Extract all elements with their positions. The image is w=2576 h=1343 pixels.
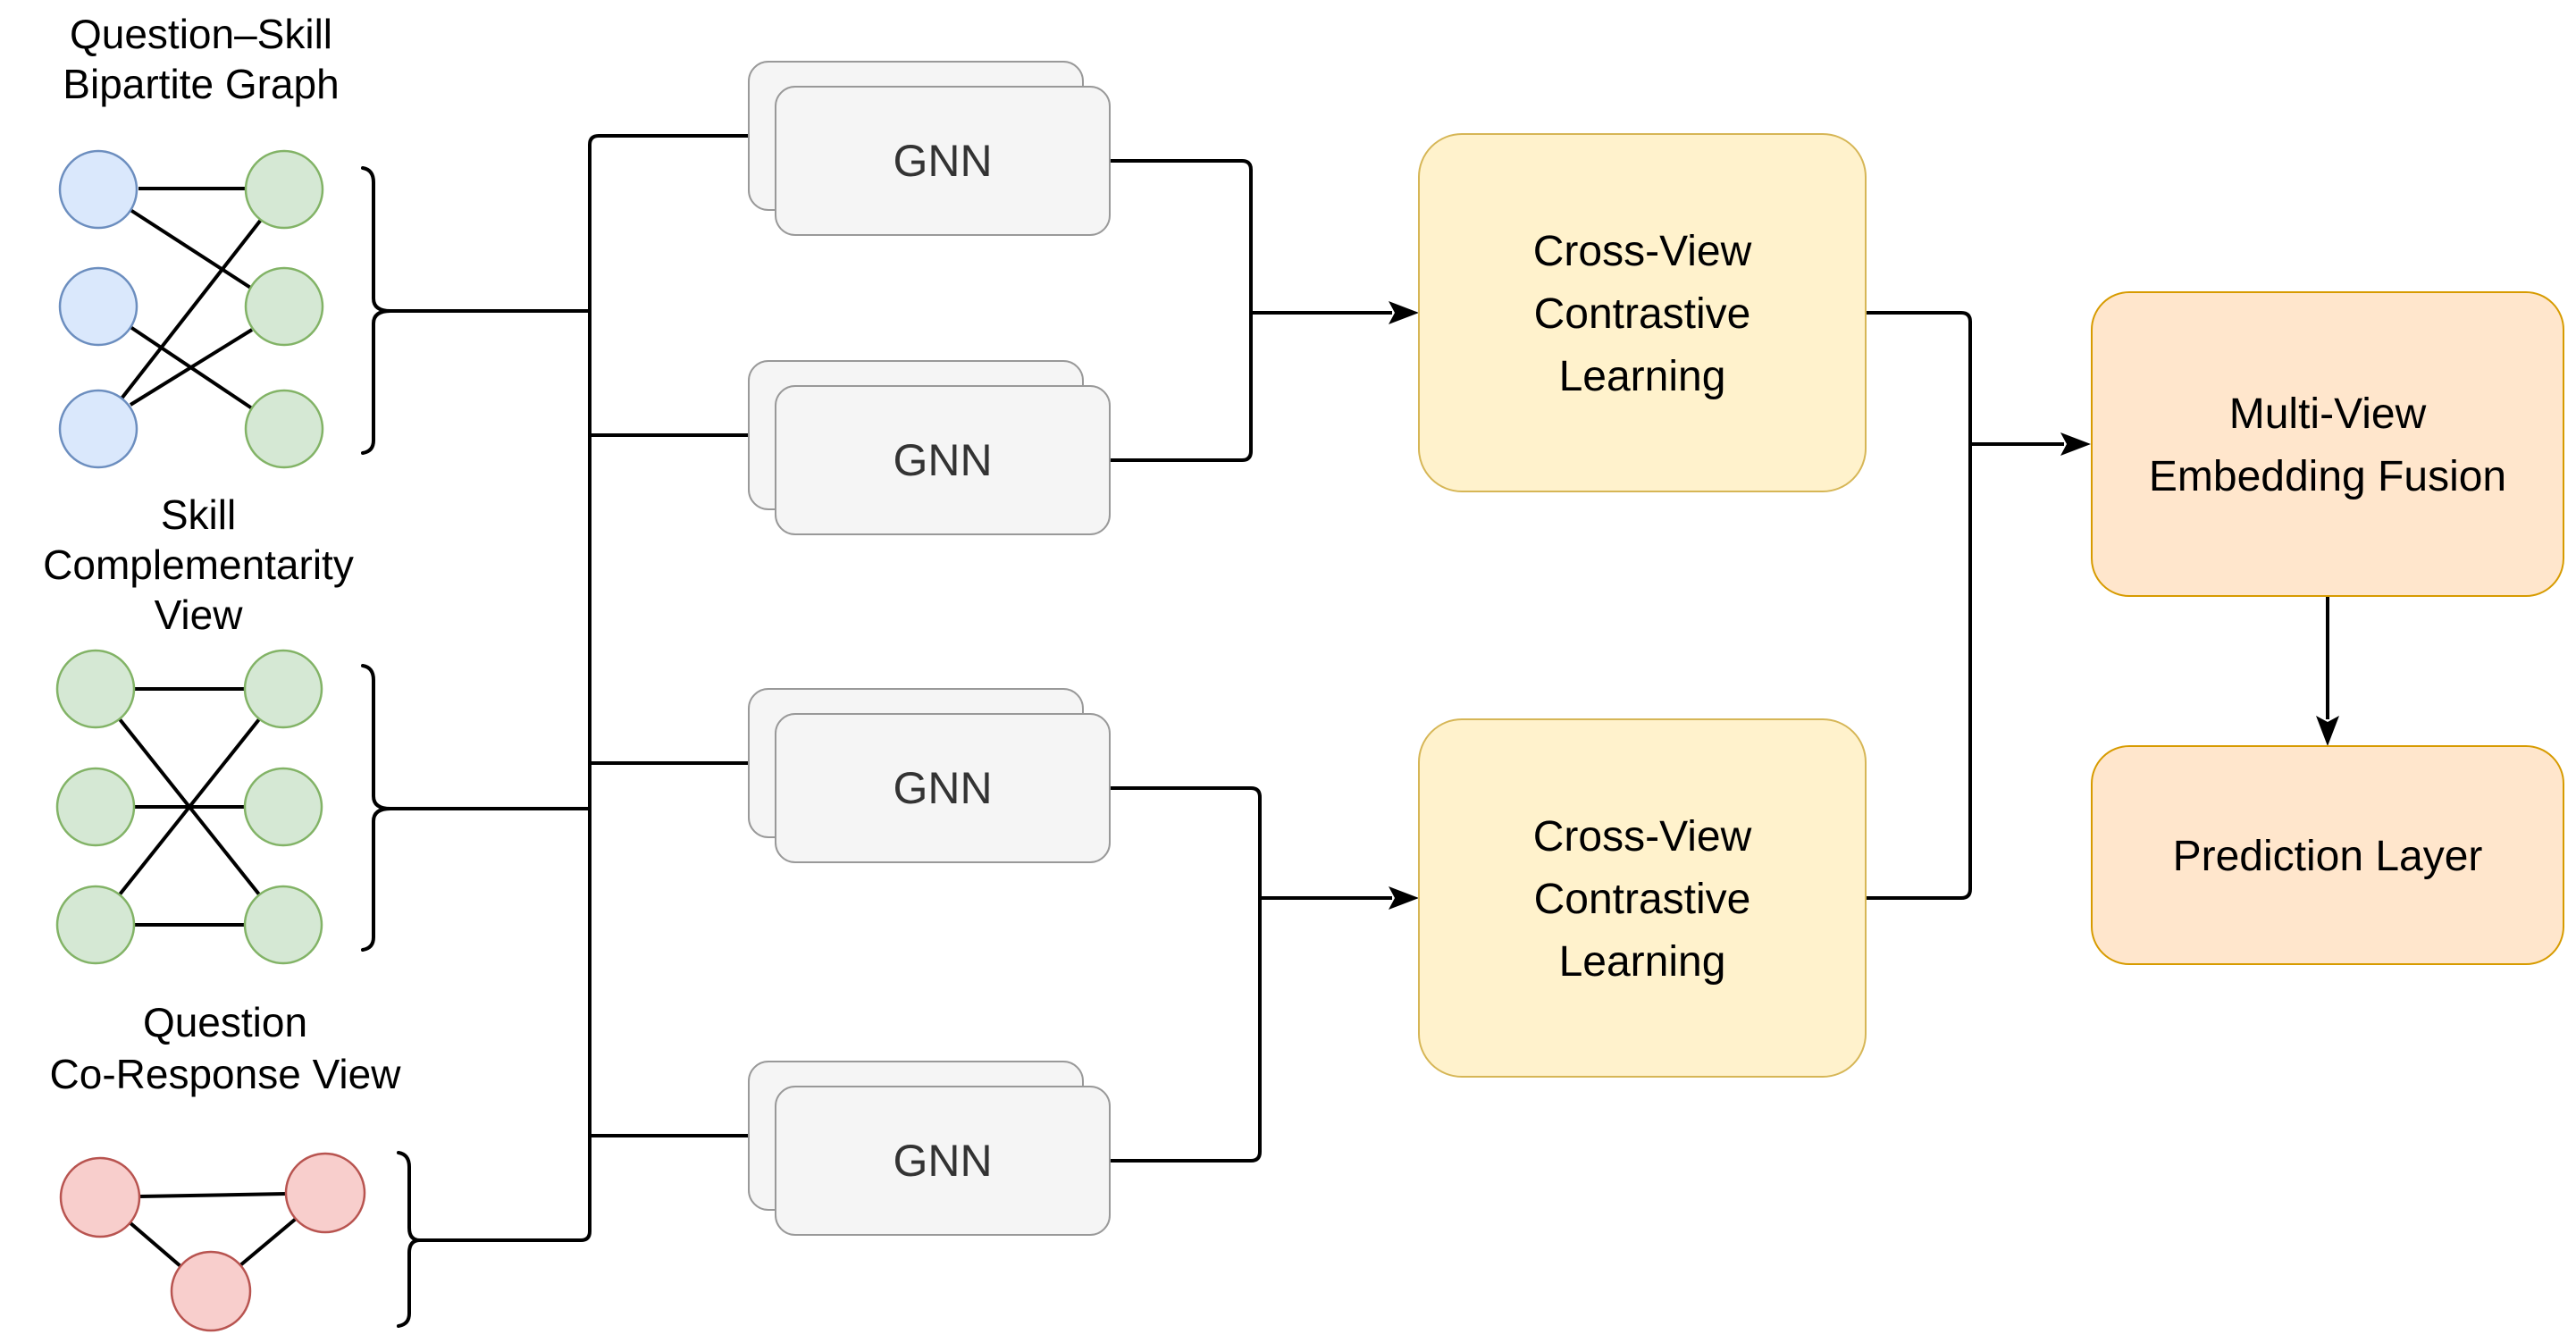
gnn-stack-1: GNN (748, 61, 1111, 236)
skill-node (244, 389, 324, 469)
skill-node (244, 266, 324, 347)
graph-edge (129, 328, 254, 407)
skill-node (55, 767, 136, 847)
prediction-group: Prediction Layer (2091, 745, 2564, 965)
gnn-label: GNN (893, 136, 992, 186)
graph-edge (128, 1221, 182, 1268)
connectors (390, 134, 2339, 1242)
view2-title-line3: View (155, 592, 244, 638)
fusion-group: Multi-View Embedding Fusion (2091, 291, 2564, 597)
response-node (59, 1156, 141, 1238)
contrastive-label-line1: Cross-View (1533, 813, 1752, 860)
gnn-label: GNN (893, 763, 992, 813)
prediction-box (2091, 745, 2564, 965)
contrastive-box (1418, 133, 1867, 492)
view1-title-line1: Question–Skill (70, 11, 332, 57)
graph-edge (120, 218, 263, 400)
response-node (284, 1152, 366, 1234)
gnn-box-front (775, 385, 1111, 535)
view2-title-line1: Skill (161, 491, 236, 538)
graph-edge (138, 1192, 287, 1198)
grouping-bracket (397, 1151, 421, 1328)
question-node (58, 266, 138, 347)
view3-title-line1: Question (143, 999, 307, 1045)
skill-node (55, 885, 136, 965)
fusion-label-line2: Embedding Fusion (2149, 453, 2506, 500)
skill-node (243, 649, 323, 729)
connector-line (420, 134, 749, 1242)
skill-node (244, 149, 324, 230)
contrastive-label-line1: Cross-View (1533, 228, 1752, 275)
response-node (170, 1250, 252, 1332)
view3-title-line2: Co-Response View (50, 1051, 402, 1097)
contrastive-box-1: Cross-View Contrastive Learning (1418, 133, 1867, 492)
grouping-bracket (361, 166, 391, 455)
contrastive-label-line3: Learning (1559, 353, 1726, 400)
arrowhead (2316, 716, 2339, 746)
arrowhead (2060, 432, 2091, 456)
question-node (58, 389, 138, 469)
gnn-label: GNN (893, 1136, 992, 1186)
view2-title-line2: Complementarity (43, 541, 354, 588)
contrastive-box (1418, 718, 1867, 1078)
gnn-label: GNN (893, 435, 992, 485)
gnn-box-front (775, 1086, 1111, 1236)
question-node (58, 149, 138, 230)
gnn-box-front (775, 713, 1111, 863)
view-question-co-response: Question Co-Response View (50, 999, 421, 1332)
connector-line (1110, 786, 1262, 1163)
skill-node (243, 767, 323, 847)
contrastive-box-2: Cross-View Contrastive Learning (1418, 718, 1867, 1078)
fusion-label-line1: Multi-View (2229, 390, 2427, 438)
view-question-skill-bipartite: Question–Skill Bipartite Graph (58, 11, 391, 469)
arrowhead (1389, 301, 1419, 324)
connector-line (1110, 159, 1253, 462)
contrastive-label-line2: Contrastive (1534, 876, 1751, 923)
skill-node (243, 885, 323, 965)
view1-title-line2: Bipartite Graph (63, 61, 339, 107)
fusion-box (2091, 291, 2564, 597)
connector-line (1866, 311, 1972, 900)
gnn-stack-3: GNN (748, 688, 1111, 863)
view-skill-complementarity: Skill Complementarity View (43, 491, 391, 965)
gnn-box-front (775, 86, 1111, 236)
grouping-bracket (361, 664, 391, 952)
graph-edge (118, 718, 261, 896)
skill-node (55, 649, 136, 729)
graph-edge (129, 208, 254, 290)
contrastive-label-line2: Contrastive (1534, 290, 1751, 338)
arrowhead (1389, 886, 1419, 910)
gnn-stack-4: GNN (748, 1061, 1111, 1236)
gnn-stack-2: GNN (748, 360, 1111, 535)
graph-edge (239, 1217, 298, 1267)
contrastive-label-line3: Learning (1559, 938, 1726, 986)
prediction-label: Prediction Layer (2173, 833, 2483, 880)
